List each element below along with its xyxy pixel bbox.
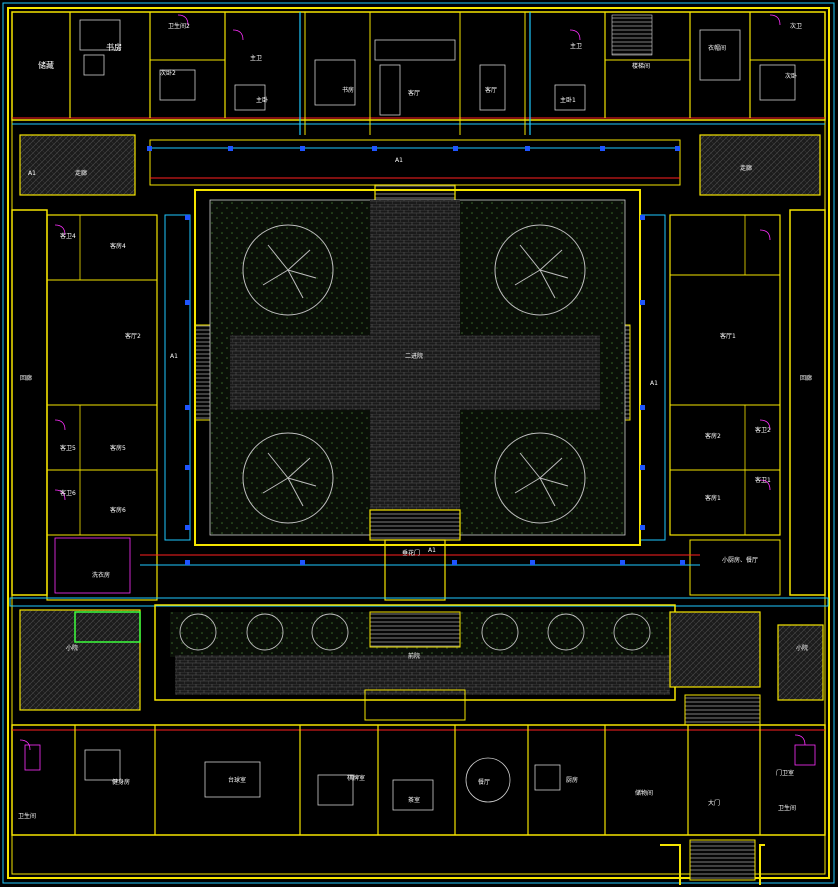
label-library: 书房 — [106, 42, 122, 52]
label-bath-top-1: 卫生间2 — [168, 22, 190, 30]
label-living-2: 客厅2 — [125, 332, 141, 340]
room-labels: 储藏 书房 次卧2 卫生间2 主卫 主卧 书房 客厅 客厅 主卧1 主卫 楼梯间… — [18, 22, 812, 820]
label-bath-top-3: 主卫 — [570, 42, 582, 50]
south-furniture — [24, 744, 816, 811]
main-courtyard — [194, 189, 641, 546]
label-guest-bath-4: 客卫4 — [60, 232, 76, 240]
label-billiard: 台球室 — [228, 776, 246, 784]
east-wing — [599, 209, 826, 596]
mark-a: A1 — [170, 353, 178, 360]
label-hall: 客厅 — [408, 89, 420, 97]
label-main-gate: 大门 — [708, 799, 720, 807]
label-tea-room: 茶室 — [408, 796, 420, 804]
mark-e: A1 — [28, 170, 36, 177]
label-corridor-left: 回廊 — [20, 374, 32, 382]
label-guest-bath-1: 客卫1 — [755, 476, 771, 484]
south-wing — [11, 724, 826, 885]
label-guest-bath-5: 客卫5 — [60, 444, 76, 452]
label-living-1: 客厅1 — [720, 332, 736, 340]
label-master-bedroom-2: 主卧1 — [560, 96, 576, 104]
front-trees — [179, 613, 651, 651]
label-fitness: 健身房 — [112, 778, 130, 786]
label-bath-top-2: 主卫 — [250, 54, 262, 62]
label-guest-bath-6: 客卫6 — [60, 489, 76, 497]
label-gate-keeper: 门卫室 — [776, 769, 794, 777]
middle-band — [9, 509, 829, 607]
label-reading-room: 书房 — [342, 86, 354, 94]
label-wardrobe: 衣帽间 — [708, 44, 726, 52]
label-corridor-tl: 走廊 — [75, 169, 87, 177]
label-master-bedroom-1: 主卧 — [256, 96, 268, 104]
label-stair-hall: 楼梯间 — [632, 62, 650, 70]
label-bedroom-top-2: 次卧 — [785, 72, 797, 80]
label-laundry: 洗衣房 — [92, 571, 110, 579]
label-bath-top-4: 次卫 — [790, 22, 802, 30]
label-corridor-right: 回廊 — [800, 374, 812, 382]
label-guest-bath-2: 客卫2 — [755, 426, 771, 434]
label-kitchen-front: 厨房 — [566, 776, 578, 784]
north-wing — [11, 11, 826, 135]
label-guest-room-6: 客房6 — [110, 506, 126, 514]
label-storage-front-right: 小院 — [796, 644, 808, 652]
label-guest-room-2: 客房2 — [705, 432, 721, 440]
trees — [242, 224, 586, 524]
label-guest-room-4: 客房4 — [110, 242, 126, 250]
label-garage: 储物间 — [635, 789, 653, 797]
mark-d: A1 — [428, 547, 436, 554]
label-courtyard-main: 二进院 — [405, 352, 423, 360]
label-bedroom-top-1: 次卧2 — [160, 69, 176, 77]
label-staff-bath: 卫生间 — [18, 812, 36, 820]
west-wing — [11, 209, 226, 601]
label-storage-front-left: 小院 — [66, 644, 78, 652]
north-furniture — [79, 19, 796, 116]
mark-c: A1 — [395, 157, 403, 164]
label-chess-room: 棋牌室 — [347, 774, 365, 782]
label-corridor-tr: 走廊 — [740, 164, 752, 172]
mark-b: A1 — [650, 380, 658, 387]
label-kitchen: 小厨房、餐厅 — [722, 556, 758, 564]
label-second-gate: 垂花门 — [402, 549, 420, 557]
front-courtyard — [19, 604, 824, 726]
label-storage-top-left: 储藏 — [38, 60, 54, 70]
door-arcs — [19, 14, 806, 751]
label-guest-room-5: 客房5 — [110, 444, 126, 452]
label-guest-room-1: 客房1 — [705, 494, 721, 502]
label-gate-bath: 卫生间 — [778, 804, 796, 812]
columns — [147, 146, 685, 565]
label-courtyard-front: 前院 — [408, 652, 420, 660]
label-dining: 餐厅 — [478, 778, 490, 786]
label-guest-room-top: 客厅 — [485, 86, 497, 94]
